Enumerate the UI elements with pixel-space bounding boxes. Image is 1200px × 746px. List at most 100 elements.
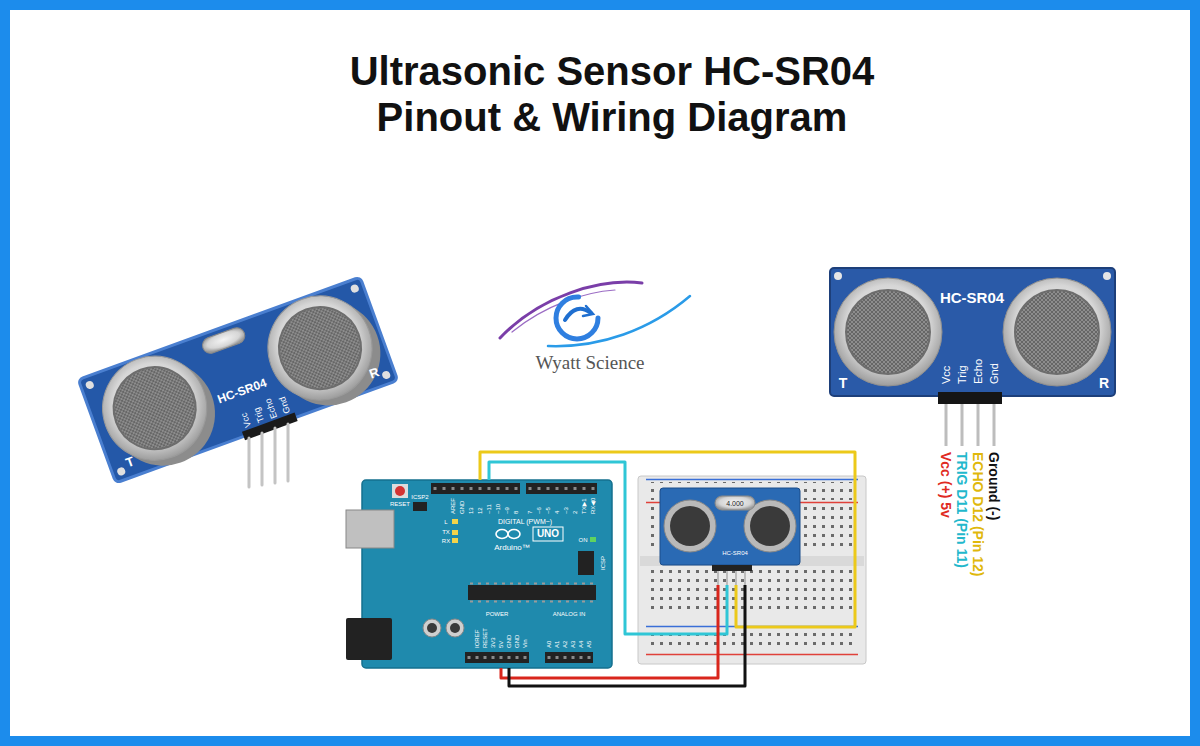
pin-label: ~11 bbox=[486, 504, 492, 514]
led-label: L bbox=[444, 519, 447, 525]
sensor-photo bbox=[1003, 278, 1111, 386]
pin-label: A5 bbox=[586, 641, 592, 648]
sensor-photo bbox=[830, 268, 1115, 396]
pin-label: ~6 bbox=[536, 507, 542, 514]
arduino-board bbox=[578, 551, 594, 575]
pin-label: IOREF bbox=[474, 630, 480, 648]
pin-label: 3V3 bbox=[490, 637, 496, 648]
transducer-mark: T bbox=[839, 376, 848, 390]
arduino-board bbox=[395, 486, 405, 496]
led-label: TX bbox=[442, 529, 450, 535]
breadboard bbox=[638, 476, 866, 664]
led-label: ON bbox=[579, 537, 588, 543]
jumper-wire bbox=[480, 452, 855, 627]
sensor-photo bbox=[88, 342, 221, 475]
pin-label: Gnd bbox=[989, 363, 1000, 384]
jumper-wire bbox=[489, 462, 727, 634]
arduino-board bbox=[496, 530, 508, 539]
breadboard-sensor bbox=[735, 571, 737, 585]
header-pins bbox=[261, 433, 264, 485]
arduino-board bbox=[526, 483, 597, 494]
pin-label: TX▶1 bbox=[581, 498, 587, 514]
pin-callout: ECHO D12 (Pin 12) bbox=[971, 452, 985, 576]
arduino-board bbox=[434, 487, 521, 490]
arduino-board bbox=[508, 530, 520, 539]
board-logo: Arduino™ bbox=[494, 544, 530, 552]
header-pins bbox=[961, 404, 964, 446]
arduino-board bbox=[452, 538, 458, 543]
logo bbox=[556, 297, 598, 339]
board-logo: UNO bbox=[537, 529, 559, 539]
board-label: RESET bbox=[390, 501, 410, 507]
pin-label: A3 bbox=[570, 641, 576, 648]
transducer-mark: R bbox=[1099, 376, 1109, 390]
header-pins bbox=[274, 428, 277, 483]
board-label: ICSP bbox=[600, 556, 606, 570]
arduino-board bbox=[533, 527, 563, 541]
pin-label: ~9 bbox=[504, 507, 510, 514]
breadboard bbox=[638, 476, 866, 664]
pin-label: Echo bbox=[973, 359, 984, 384]
arduino-board bbox=[548, 656, 594, 659]
arduino-board bbox=[465, 652, 529, 663]
pin-label: 7 bbox=[527, 511, 533, 514]
pin-callout: Vcc (+) 5v bbox=[939, 452, 953, 518]
page-title: Ultrasonic Sensor HC-SR04 Pinout & Wirin… bbox=[312, 48, 912, 140]
board-label: ICSP2 bbox=[411, 494, 428, 500]
sensor-photo bbox=[830, 268, 1115, 404]
header-pins bbox=[977, 404, 980, 446]
pin-label: A4 bbox=[578, 641, 584, 648]
arduino-board bbox=[446, 619, 464, 637]
pin-label: GND bbox=[459, 501, 465, 514]
header-title: POWER bbox=[486, 611, 509, 617]
arduino-board bbox=[346, 480, 612, 668]
arduino-board bbox=[450, 623, 460, 633]
module-name: HC-SR04 bbox=[216, 377, 268, 406]
pin-label: 5V bbox=[498, 641, 504, 648]
header-pins bbox=[248, 438, 251, 487]
arduino-board bbox=[452, 519, 458, 524]
sensor-module: HC-SR04VccTrigEchoGndTR bbox=[70, 270, 405, 495]
led-label: RX bbox=[442, 538, 450, 544]
pin-label: Trig bbox=[253, 406, 267, 423]
sensor-photo bbox=[78, 277, 398, 483]
breadboard-sensor bbox=[660, 488, 800, 585]
header-pins bbox=[249, 424, 288, 487]
sensor-photo bbox=[116, 466, 126, 476]
arduino-board bbox=[362, 480, 612, 668]
breadboard-sensor bbox=[718, 571, 745, 585]
sensor-photo bbox=[1103, 272, 1111, 280]
sensor-photo bbox=[1015, 290, 1099, 374]
logo bbox=[583, 306, 593, 316]
pin-label: A0 bbox=[546, 641, 552, 648]
sensor-photo bbox=[350, 283, 360, 293]
pin-label: A2 bbox=[562, 641, 568, 648]
pin-label: RESET bbox=[482, 628, 488, 648]
breadboard-sensor bbox=[715, 496, 755, 510]
sensor-photo bbox=[78, 277, 399, 487]
pin-label: 4 bbox=[554, 511, 560, 514]
pin-label: 2 bbox=[572, 511, 578, 514]
jumper-wire bbox=[501, 585, 718, 678]
pin-label: Vin bbox=[522, 639, 528, 648]
sensor-photo bbox=[381, 370, 391, 380]
breadboard-sensor bbox=[750, 506, 790, 546]
header-pins bbox=[287, 424, 290, 481]
pin-callout: Ground (-) bbox=[987, 452, 1001, 520]
logo bbox=[512, 290, 615, 332]
header-pins bbox=[946, 404, 994, 446]
arduino-board bbox=[468, 656, 530, 659]
logo bbox=[500, 282, 642, 338]
logo bbox=[500, 282, 690, 346]
sensor-photo bbox=[834, 278, 942, 386]
pin-label: ~3 bbox=[563, 507, 569, 514]
sensor-photo bbox=[938, 392, 1002, 404]
pin-callout: TRIG D11 (Pin 11) bbox=[955, 452, 969, 568]
header-pins bbox=[993, 404, 996, 446]
header-title: DIGITAL (PWM~) bbox=[498, 518, 552, 525]
pin-label: 12 bbox=[477, 507, 483, 514]
breadboard bbox=[646, 570, 858, 615]
arduino-board bbox=[413, 502, 427, 511]
arduino-board bbox=[423, 619, 441, 637]
